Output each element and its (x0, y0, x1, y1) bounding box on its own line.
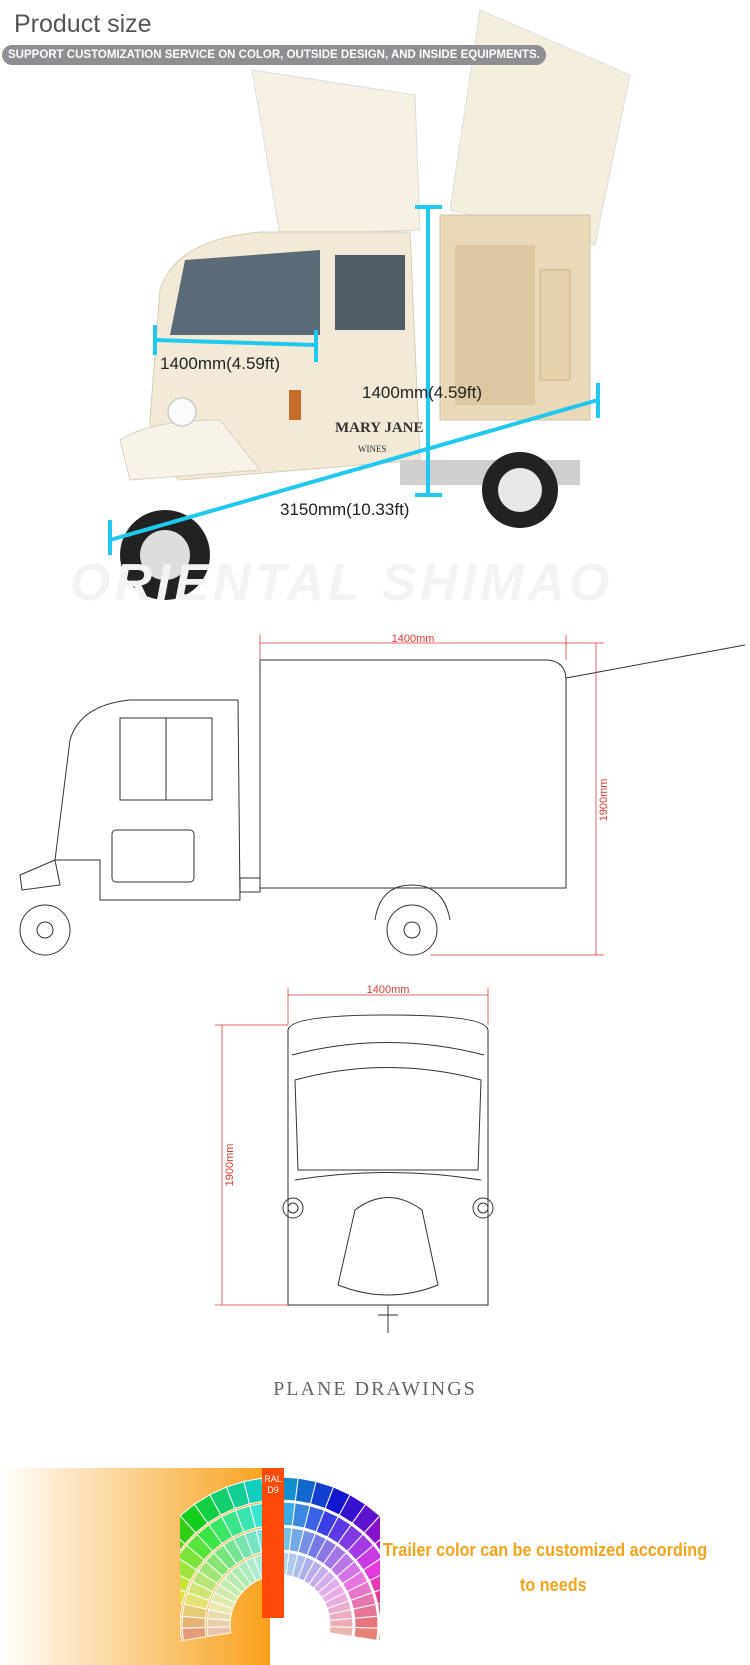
color-swatch (373, 1589, 380, 1605)
color-swatch (374, 1538, 380, 1552)
section-caption: PLANE DRAWINGS (273, 1378, 477, 1400)
color-swatch (377, 1602, 380, 1617)
cab-width-label: 1400mm(4.59ft) (160, 354, 280, 373)
color-text-line1: Trailer color can be customized accordin… (383, 1540, 708, 1560)
side-height-label: 1900mm (598, 779, 610, 822)
color-swatch (353, 1627, 379, 1641)
dimension-lines (108, 205, 600, 555)
customization-banner: SUPPORT CUSTOMIZATION SERVICE ON COLOR, … (2, 45, 546, 65)
watermark: ORIENTAL SHIMAO (70, 554, 613, 612)
side-width-label: 1400mm (392, 633, 435, 645)
color-swatch (368, 1574, 380, 1593)
color-swatch (355, 1544, 380, 1571)
color-swatch-fan (180, 1476, 380, 1642)
color-swatch (180, 1589, 187, 1605)
color-swatch (378, 1627, 380, 1642)
page-title: Product size (14, 10, 152, 38)
color-swatch (180, 1558, 198, 1582)
color-swatch (180, 1602, 183, 1617)
decal-text: MARY JANE (335, 420, 424, 436)
color-swatch (362, 1558, 380, 1582)
side-view-drawing (19, 635, 746, 956)
color-swatch (181, 1627, 207, 1641)
length-label: 3150mm(10.33ft) (280, 500, 410, 519)
color-swatch (328, 1626, 354, 1637)
color-swatch (206, 1626, 232, 1637)
color-swatch (329, 1617, 354, 1628)
front-width-label: 1400mm (367, 985, 410, 996)
color-swatch (180, 1627, 182, 1642)
color-swatch (180, 1538, 186, 1552)
color-card-brand: RAL D9 (262, 1468, 284, 1618)
front-view-drawing (215, 988, 494, 1333)
color-swatch (354, 1615, 379, 1629)
front-height-label: 1900mm (224, 1144, 236, 1187)
product-photo: MARY JANE WINES ORIENTAL SHIMAO (70, 9, 631, 612)
height-label: 1400mm(4.59ft) (362, 383, 482, 402)
color-text-line2: to needs (520, 1575, 587, 1595)
decal-subtext: WINES (358, 444, 387, 454)
color-swatch (363, 1515, 380, 1545)
